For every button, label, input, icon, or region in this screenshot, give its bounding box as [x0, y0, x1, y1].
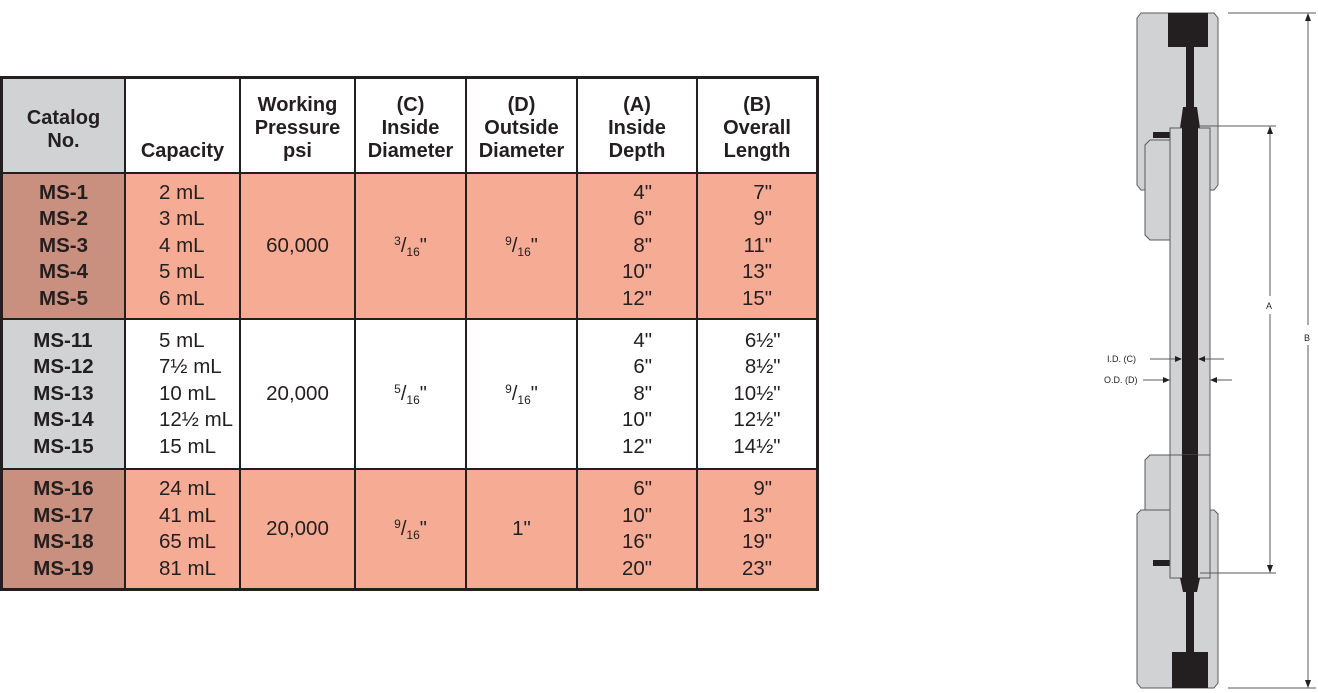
- outside-diameter-cell: 9/16": [465, 172, 578, 320]
- label-inside-diameter: I.D. (C): [1107, 354, 1136, 364]
- label-outside-diameter: O.D. (D): [1104, 375, 1138, 385]
- inside-depth-cell: 6"10"16"20": [576, 468, 698, 591]
- label-a: A: [1266, 301, 1272, 311]
- pressure-cell: 20,000: [239, 468, 356, 591]
- inside-depth-cell: 4"6"8"10"12": [576, 318, 698, 470]
- outside-diameter-cell: 9/16": [465, 318, 578, 470]
- vessel-cross-section-diagram: A B I.D. (C) O.D. (D): [1104, 12, 1316, 689]
- overall-length-cell: 9"13"19"23": [696, 468, 819, 591]
- header-capacity: Capacity: [124, 76, 241, 174]
- dimension-lines: [1143, 12, 1316, 689]
- inside-diameter-cell: 9/16": [354, 468, 467, 591]
- pressure-cell: 20,000: [239, 318, 356, 470]
- bottom-end-cap: [1136, 454, 1219, 689]
- label-b: B: [1304, 333, 1310, 343]
- overall-length-cell: 6½"8½"10½"12½"14½": [696, 318, 819, 470]
- inside-diameter-cell: 3/16": [354, 172, 467, 320]
- inside-depth-cell: 4"6"8"10"12": [576, 172, 698, 320]
- inside-diameter-cell: 5/16": [354, 318, 467, 470]
- overall-length-cell: 7"9"11"13"15": [696, 172, 819, 320]
- outside-diameter-cell: 1": [465, 468, 578, 591]
- pressure-cell: 60,000: [239, 172, 356, 320]
